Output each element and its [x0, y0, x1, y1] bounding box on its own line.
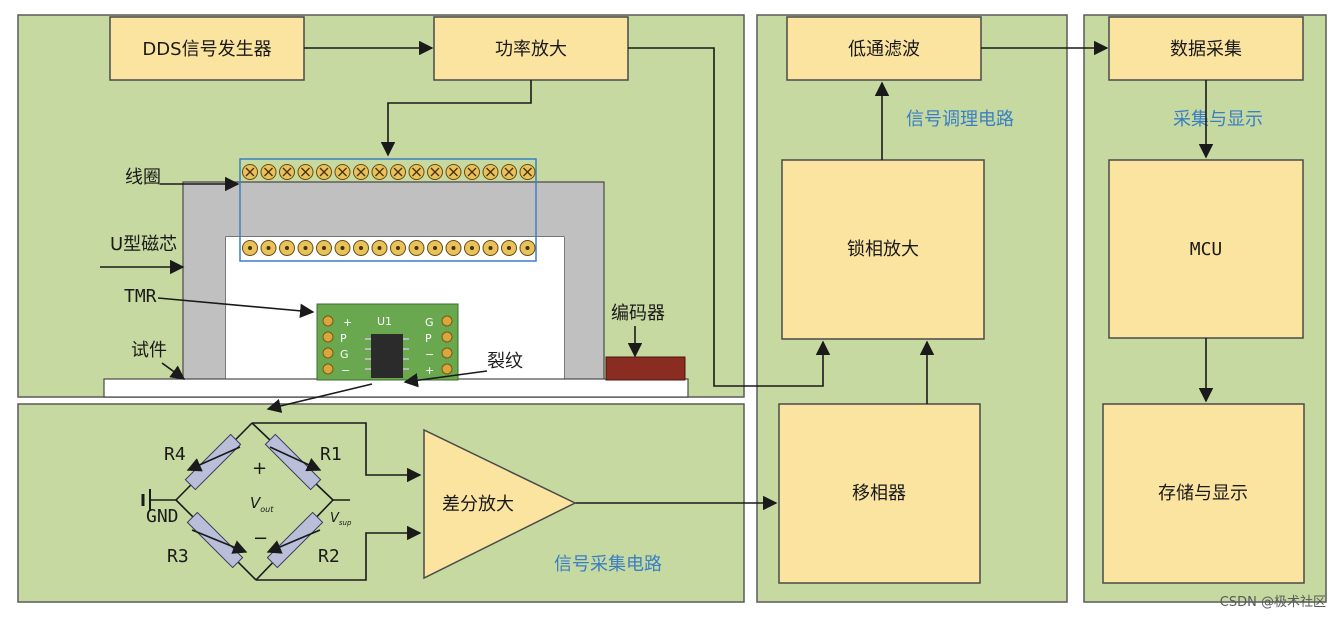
vout-main: V	[250, 494, 262, 512]
chip-label: U1	[377, 315, 392, 328]
tmr-pcb: + P G − G P − + U1	[316, 303, 459, 381]
r4-label: R4	[164, 444, 186, 465]
diff-amp-label: 差分放大	[442, 494, 514, 515]
coil-turn-cross	[486, 167, 495, 177]
bridge-minus: −	[253, 528, 268, 549]
r2-label: R2	[318, 546, 340, 567]
power-amp-label: 功率放大	[495, 39, 567, 60]
u-core-label: U型磁芯	[110, 234, 177, 255]
data-acq-label: 数据采集	[1170, 39, 1242, 60]
pcb-right-pin-4: +	[425, 364, 434, 377]
specimen-label: 试件	[131, 340, 167, 361]
pcb-right-pin-1: G	[425, 316, 434, 329]
coil-turn-cross	[375, 167, 384, 177]
coil-turn-cross	[523, 167, 532, 177]
coil-turn-dot	[433, 246, 437, 250]
coil-turn-cross	[393, 167, 403, 177]
coil-turn-dot	[266, 246, 271, 250]
specimen-pointer	[161, 362, 186, 380]
lockin-block: 锁相放大	[781, 159, 985, 340]
vout-label: Vout	[250, 494, 274, 514]
coil-turn-dot	[470, 246, 474, 250]
coil-turn-cross	[430, 167, 440, 177]
coil-turn-dot	[414, 246, 419, 250]
coil-turn-cross	[338, 167, 347, 177]
coil-turn-dot	[488, 246, 493, 250]
signal-acquisition-label: 信号采集电路	[554, 554, 662, 575]
vout-sub: out	[260, 505, 274, 514]
coil-turn-dot	[248, 246, 252, 250]
coil-turn-dot	[396, 246, 400, 250]
tmr-to-bridge-arrow	[266, 383, 373, 413]
lockin-label: 锁相放大	[847, 239, 919, 260]
resistor-r4	[184, 433, 242, 491]
encoder	[605, 356, 686, 381]
data-acq-block: 数据采集	[1108, 16, 1304, 81]
wheatstone-bridge	[141, 422, 422, 581]
phase-shifter-label: 移相器	[852, 483, 906, 504]
resistor-r1	[264, 433, 322, 491]
pcb-right-pin-2: P	[425, 332, 432, 345]
coil-turn-dot	[451, 246, 456, 250]
pcb-left-pin-1: +	[343, 316, 352, 329]
lowpass-label: 低通滤波	[848, 39, 920, 60]
coil-turn-cross	[282, 167, 292, 177]
vsup-sub: sup	[339, 519, 352, 527]
dds-block: DDS信号发生器	[109, 16, 305, 81]
tmr-chip	[371, 334, 403, 378]
power-amp-block: 功率放大	[433, 16, 629, 81]
coil-turn-dot	[377, 246, 382, 250]
encoder-label: 编码器	[611, 303, 665, 324]
pcb-right-pin-3: −	[425, 348, 434, 361]
dds-label: DDS信号发生器	[142, 39, 271, 60]
mcu-label: MCU	[1190, 239, 1223, 260]
coil-turn-cross	[449, 167, 458, 177]
coil-turn-cross	[356, 167, 366, 177]
mcu-block: MCU	[1108, 159, 1304, 339]
coil-turn-dot	[525, 246, 530, 250]
pcb-left-pin-3: G	[340, 348, 349, 361]
coil-turn-dot	[507, 246, 511, 250]
coil-turn-cross	[264, 167, 273, 177]
coil-turn-cross	[504, 167, 514, 177]
crack-label: 裂纹	[487, 351, 523, 372]
coil-turn-cross	[467, 167, 477, 177]
bridge-plus: +	[252, 458, 267, 479]
vsup-label: Vsup	[330, 511, 352, 527]
coil-turn-cross	[412, 167, 421, 177]
tmr-pointer	[157, 297, 315, 319]
coil-turn-dot	[303, 246, 308, 250]
coil-turn-cross	[245, 167, 255, 177]
coil-winding-top	[242, 164, 536, 180]
coil-turn-dot	[322, 246, 326, 250]
signal-conditioning-label: 信号调理电路	[906, 109, 1014, 130]
phase-shifter-block: 移相器	[778, 403, 981, 584]
coil-turn-dot	[359, 246, 363, 250]
tmr-label: TMR	[124, 286, 157, 307]
watermark: CSDN @极术社区	[1220, 594, 1326, 610]
specimen	[103, 378, 689, 398]
vsup-main: V	[330, 511, 340, 526]
acq-display-label: 采集与显示	[1173, 109, 1263, 130]
power-amp-to-coil-arrow	[380, 80, 532, 157]
pcb-left-pin-4: −	[341, 364, 350, 377]
coil-label: 线圈	[125, 167, 161, 188]
pcb-left-pin-2: P	[340, 332, 347, 345]
gnd-label: GND	[146, 506, 179, 527]
diff-amp-block: 差分放大	[423, 428, 577, 580]
storage-block: 存储与显示	[1102, 403, 1305, 584]
storage-label: 存储与显示	[1158, 483, 1248, 504]
lowpass-block: 低通滤波	[786, 16, 982, 81]
coil-outline	[239, 158, 537, 262]
r3-label: R3	[167, 546, 189, 567]
coil-turn-cross	[319, 167, 329, 177]
coil-turn-cross	[301, 167, 310, 177]
crack-pointer	[403, 370, 488, 388]
r1-label: R1	[320, 444, 342, 465]
power-amp-to-lockin-reference	[628, 47, 831, 387]
coil-turn-dot	[285, 246, 289, 250]
coil-winding-bottom	[242, 240, 536, 256]
coil-turn-dot	[340, 246, 345, 250]
